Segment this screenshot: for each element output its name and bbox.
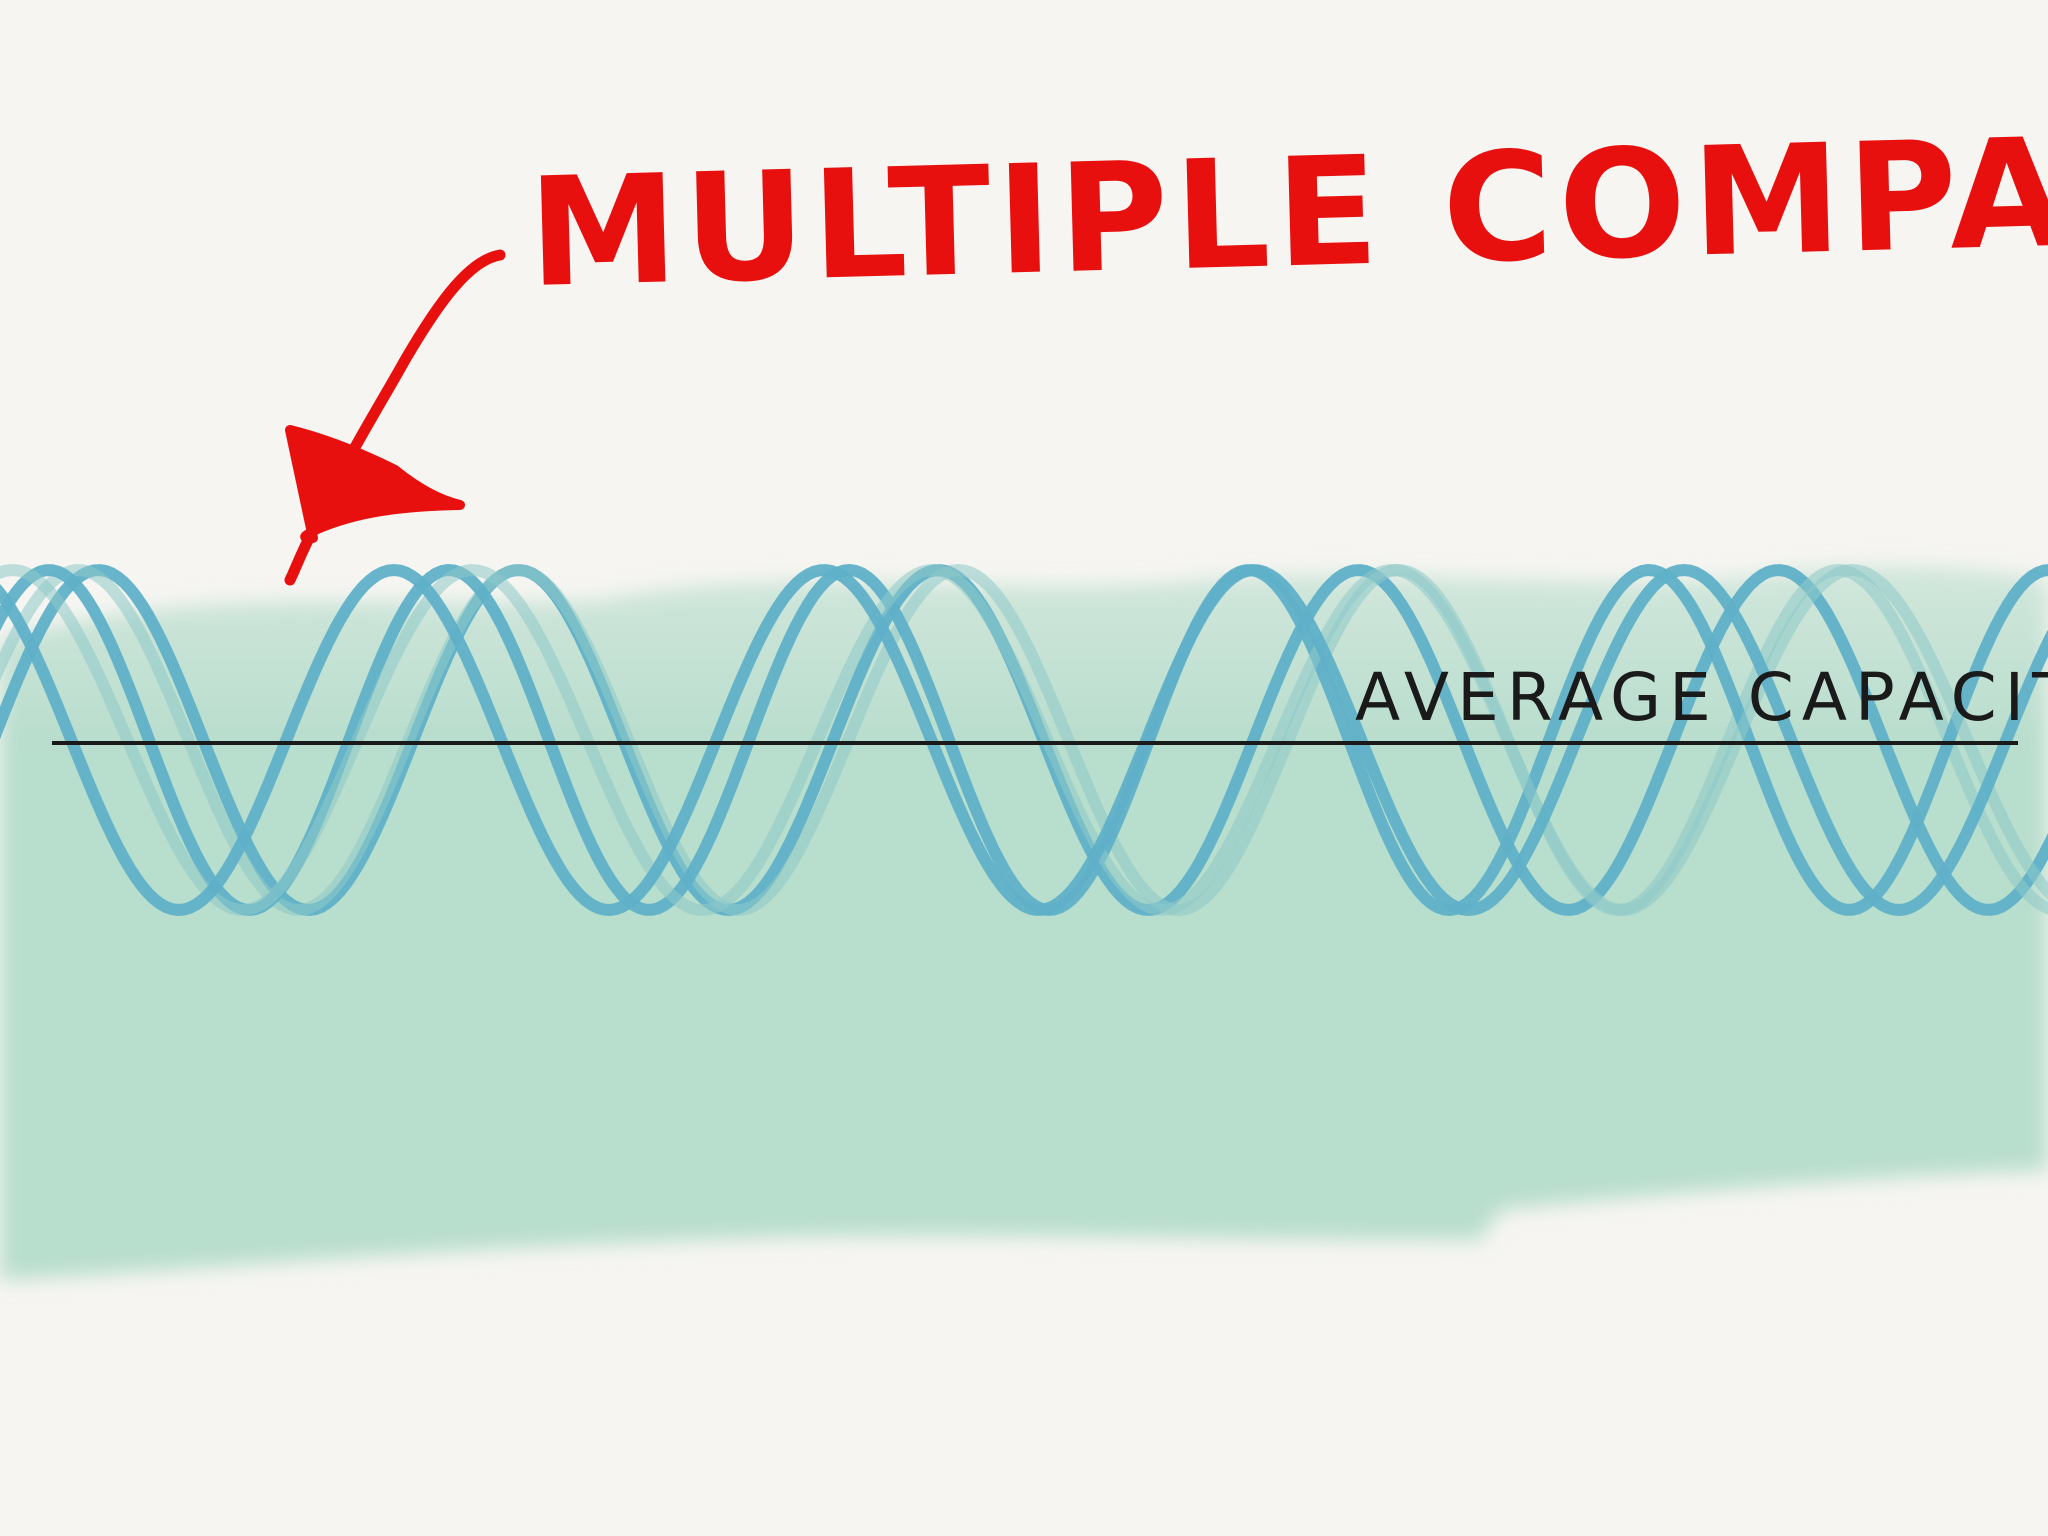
arrow-shaft bbox=[284, 249, 506, 586]
company-wave-5 bbox=[0, 563, 2048, 917]
multiple-companies-title: MULTIPLE COMPANIES bbox=[526, 96, 2048, 321]
company-wave-2 bbox=[0, 563, 2048, 917]
demand-waves bbox=[0, 563, 2048, 917]
company-wave-4 bbox=[0, 563, 2048, 917]
average-capacity-label: AVERAGE CAPACITY bbox=[1355, 659, 2048, 736]
arrow-head-icon bbox=[285, 425, 465, 543]
